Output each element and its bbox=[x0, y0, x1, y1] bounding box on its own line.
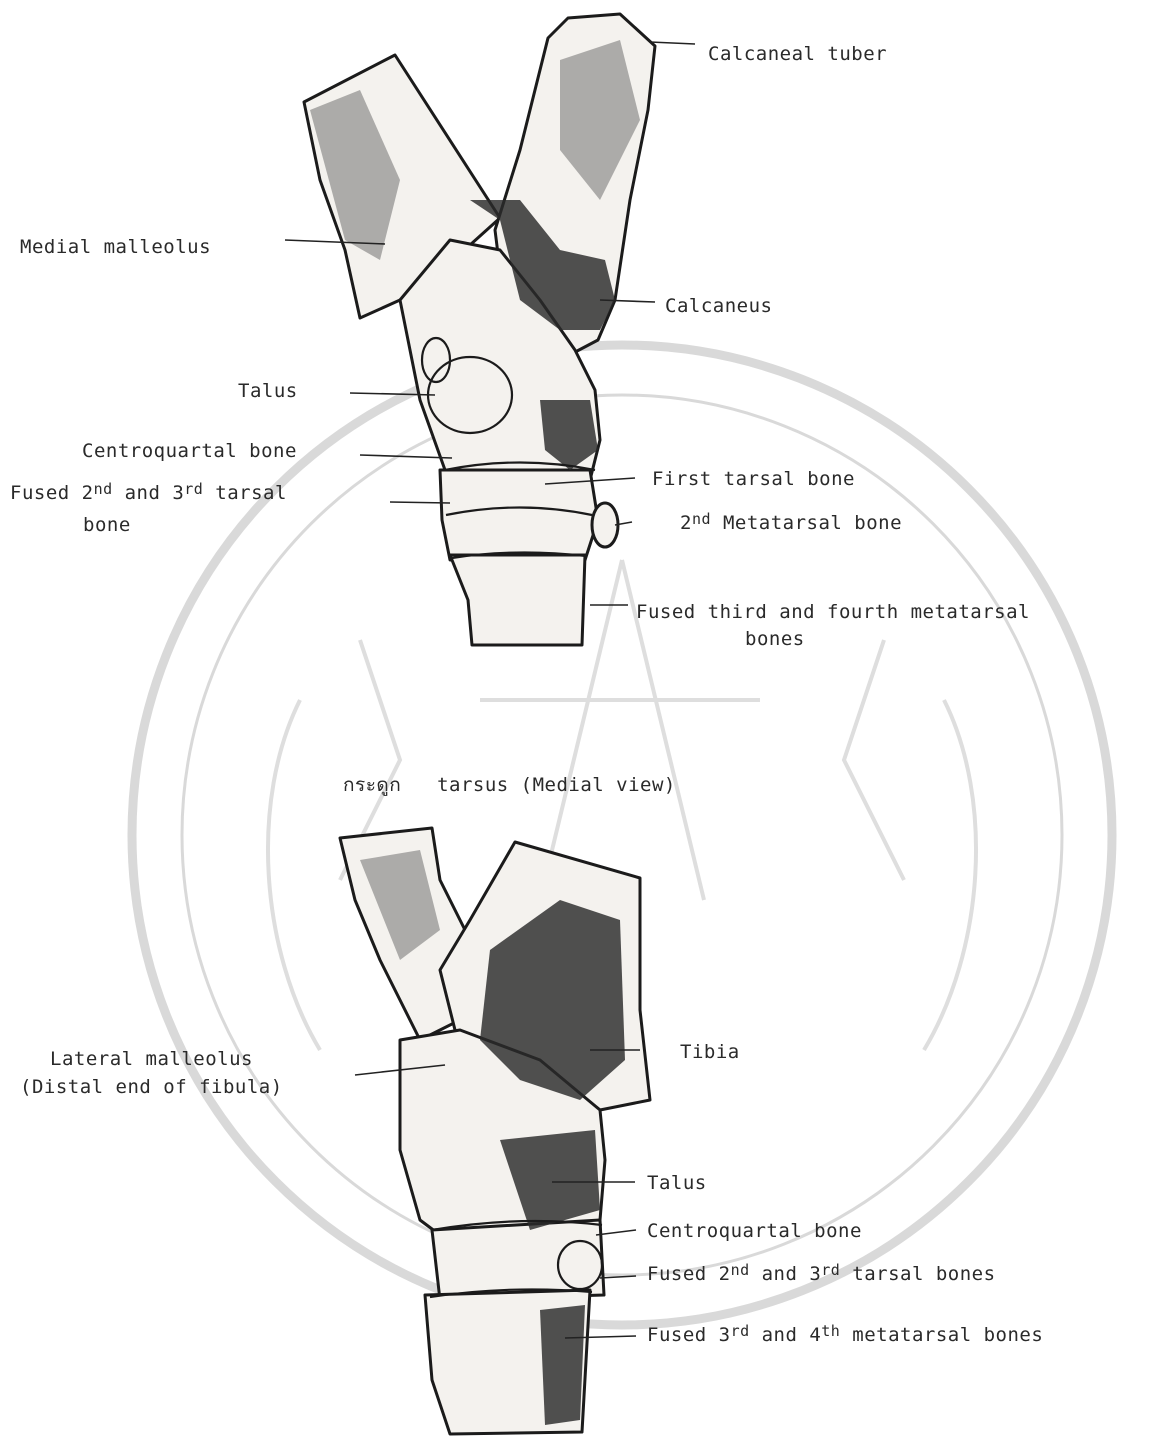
upper-distal-tarsals bbox=[440, 470, 598, 560]
label-2nd-metatarsal: 2nd Metatarsal bone bbox=[680, 514, 902, 533]
label-talus: Talus bbox=[238, 382, 298, 401]
label-calcaneal-tuber: Calcaneal tuber bbox=[708, 45, 887, 64]
label-lower-fused-tarsal: Fused 2nd and 3rd tarsal bones bbox=[647, 1265, 996, 1284]
label-centroquartal: Centroquartal bone bbox=[82, 442, 297, 461]
label-fused-metatarsal-line2: bones bbox=[745, 630, 805, 649]
label-tibia: Tibia bbox=[680, 1043, 740, 1062]
label-lateral-malleolus-line2: (Distal end of fibula) bbox=[20, 1078, 283, 1097]
upper-tarsus-illustration bbox=[304, 14, 655, 645]
label-fused-tarsal-line2: bone bbox=[83, 516, 131, 535]
label-medial-malleolus: Medial malleolus bbox=[20, 238, 211, 257]
label-fused-metatarsal: Fused third and fourth metatarsal bbox=[636, 603, 1030, 622]
leader-centroquartal bbox=[360, 455, 452, 458]
label-calcaneus: Calcaneus bbox=[665, 297, 772, 316]
leader-fused-tarsal bbox=[390, 502, 450, 503]
label-lower-fused-metatarsal: Fused 3rd and 4th metatarsal bones bbox=[647, 1326, 1043, 1345]
upper-2nd-metatarsal bbox=[592, 503, 618, 547]
leader-calcaneal-tuber bbox=[650, 42, 695, 44]
label-fused-tarsal: Fused 2nd and 3rd tarsal bbox=[10, 484, 287, 503]
label-lower-centroquartal: Centroquartal bone bbox=[647, 1222, 862, 1241]
label-lower-talus: Talus bbox=[647, 1174, 707, 1193]
leader-lower-fused-tarsal bbox=[600, 1276, 636, 1278]
figure-caption: กระดูก tarsus (Medial view) bbox=[343, 776, 676, 795]
label-lateral-malleolus: Lateral malleolus bbox=[50, 1050, 253, 1069]
lower-tarsus-illustration bbox=[340, 828, 650, 1434]
upper-metatarsal bbox=[450, 555, 585, 645]
label-first-tarsal: First tarsal bone bbox=[652, 470, 855, 489]
